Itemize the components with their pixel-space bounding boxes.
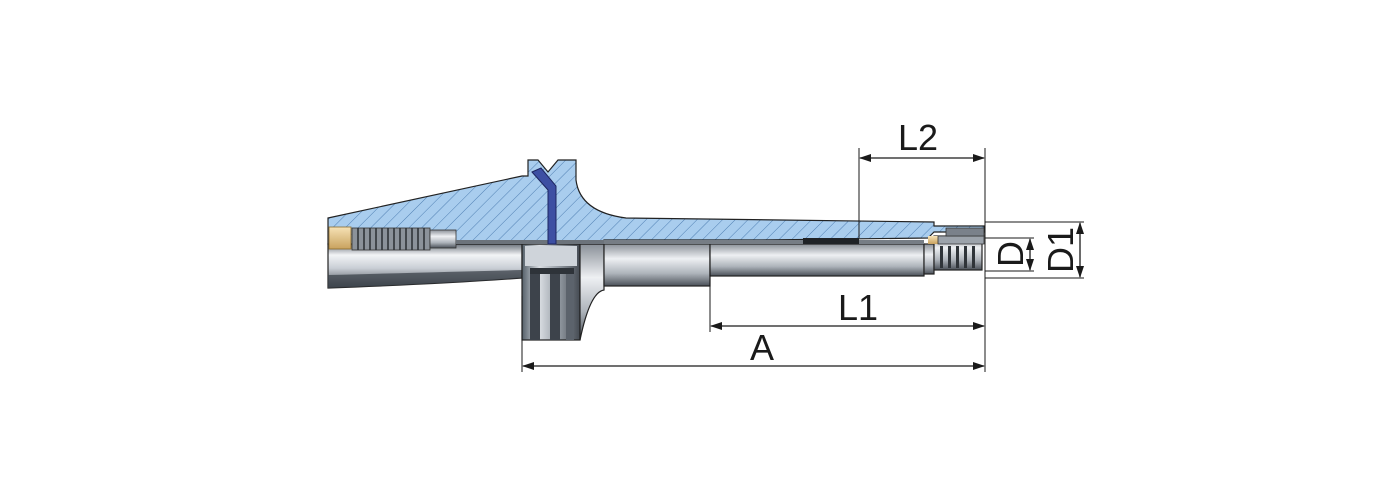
label-l1: L1: [838, 287, 878, 328]
tool-holder-lower-view: [327, 235, 983, 341]
collet-section: [928, 227, 985, 245]
inner-bore: [604, 240, 924, 244]
tool-holder-section-view: [327, 159, 985, 251]
coolant-bore: [456, 240, 604, 244]
label-d1: D1: [1040, 227, 1081, 273]
neck-transition: [579, 243, 605, 341]
retention-thread-insert: [328, 226, 352, 250]
extension-shank: [709, 243, 925, 277]
drive-key: [531, 167, 557, 245]
drawbar-thread: [351, 227, 457, 251]
dimensions: L2 L1 A D D1: [521, 117, 1084, 372]
label-a: A: [750, 327, 774, 368]
taper-shank-shadow: [328, 270, 522, 288]
flange: [521, 243, 581, 341]
label-l2: L2: [898, 117, 938, 158]
nut-step: [923, 243, 935, 275]
bore-sleeve: [803, 238, 859, 244]
label-d: D: [990, 241, 1031, 267]
holder-body: [603, 243, 711, 287]
